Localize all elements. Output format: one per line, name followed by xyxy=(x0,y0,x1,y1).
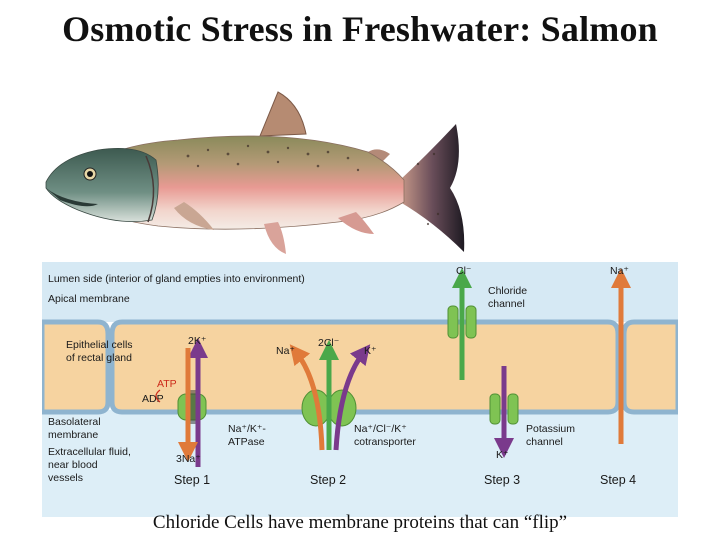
ion-k-step3: K⁺ xyxy=(496,449,509,461)
na-k-atpase xyxy=(177,390,207,424)
step-2-label: Step 2 xyxy=(310,473,346,487)
cotransporter-label-line2: cotransporter xyxy=(354,436,416,448)
salmon-illustration xyxy=(45,91,465,254)
step-4-label: Step 4 xyxy=(600,473,636,487)
epithelial-label-line2: of rectal gland xyxy=(66,352,132,364)
step-1-label: Step 1 xyxy=(174,473,210,487)
cell-main xyxy=(109,319,621,415)
extracellular-region xyxy=(42,410,678,517)
ion-3na: 3Na⁺ xyxy=(176,453,201,465)
apical-membrane-label: Apical membrane xyxy=(48,293,130,305)
cell-left xyxy=(42,319,111,415)
chloride-cell-diagram: Lumen side (interior of gland empties in… xyxy=(42,262,678,517)
potassium-channel-label-line1: Potassium xyxy=(526,423,575,435)
ion-2k: 2K⁺ xyxy=(188,335,207,347)
lumen-region xyxy=(42,262,678,322)
extracellular-label-line1: Extracellular fluid, xyxy=(48,446,131,458)
cotransporter-label-line1: Na⁺/Cl⁻/K⁺ xyxy=(354,423,407,435)
na-arrow-step2 xyxy=(289,344,325,451)
atp-label: ATP xyxy=(157,378,177,390)
chloride-channel xyxy=(447,305,477,339)
cell-right xyxy=(621,319,678,415)
chloride-channel-label-line2: channel xyxy=(488,298,525,310)
page-title: Osmotic Stress in Freshwater: Salmon xyxy=(62,9,658,49)
pump-label-line1: Na⁺/K⁺- xyxy=(228,423,266,435)
ion-na-step2: Na⁺ xyxy=(276,345,295,357)
extracellular-label-line2: near blood xyxy=(48,459,98,471)
epithelial-label-line1: Epithelial cells xyxy=(66,339,133,351)
basolateral-label-line2: membrane xyxy=(48,429,98,441)
ion-cl-top: Cl⁻ xyxy=(456,265,472,277)
potassium-channel-label-line2: channel xyxy=(526,436,563,448)
potassium-channel xyxy=(489,393,519,425)
caption: Chloride Cells have membrane proteins th… xyxy=(152,512,568,533)
step-3-label: Step 3 xyxy=(484,473,520,487)
chloride-channel-label-line1: Chloride xyxy=(488,285,527,297)
basolateral-label-line1: Basolateral xyxy=(48,416,101,428)
ion-na-step4: Na⁺ xyxy=(610,265,629,277)
ion-k-step2: K⁺ xyxy=(364,345,377,357)
extracellular-label-line3: vessels xyxy=(48,472,83,484)
k-arrow-step2 xyxy=(333,344,371,451)
atp-curve-arrow xyxy=(155,389,161,403)
ion-2cl: 2Cl⁻ xyxy=(318,337,340,349)
adp-label: ADP xyxy=(142,393,164,405)
lumen-label: Lumen side (interior of gland empties in… xyxy=(48,273,305,285)
pump-label-line2: ATPase xyxy=(228,436,265,448)
